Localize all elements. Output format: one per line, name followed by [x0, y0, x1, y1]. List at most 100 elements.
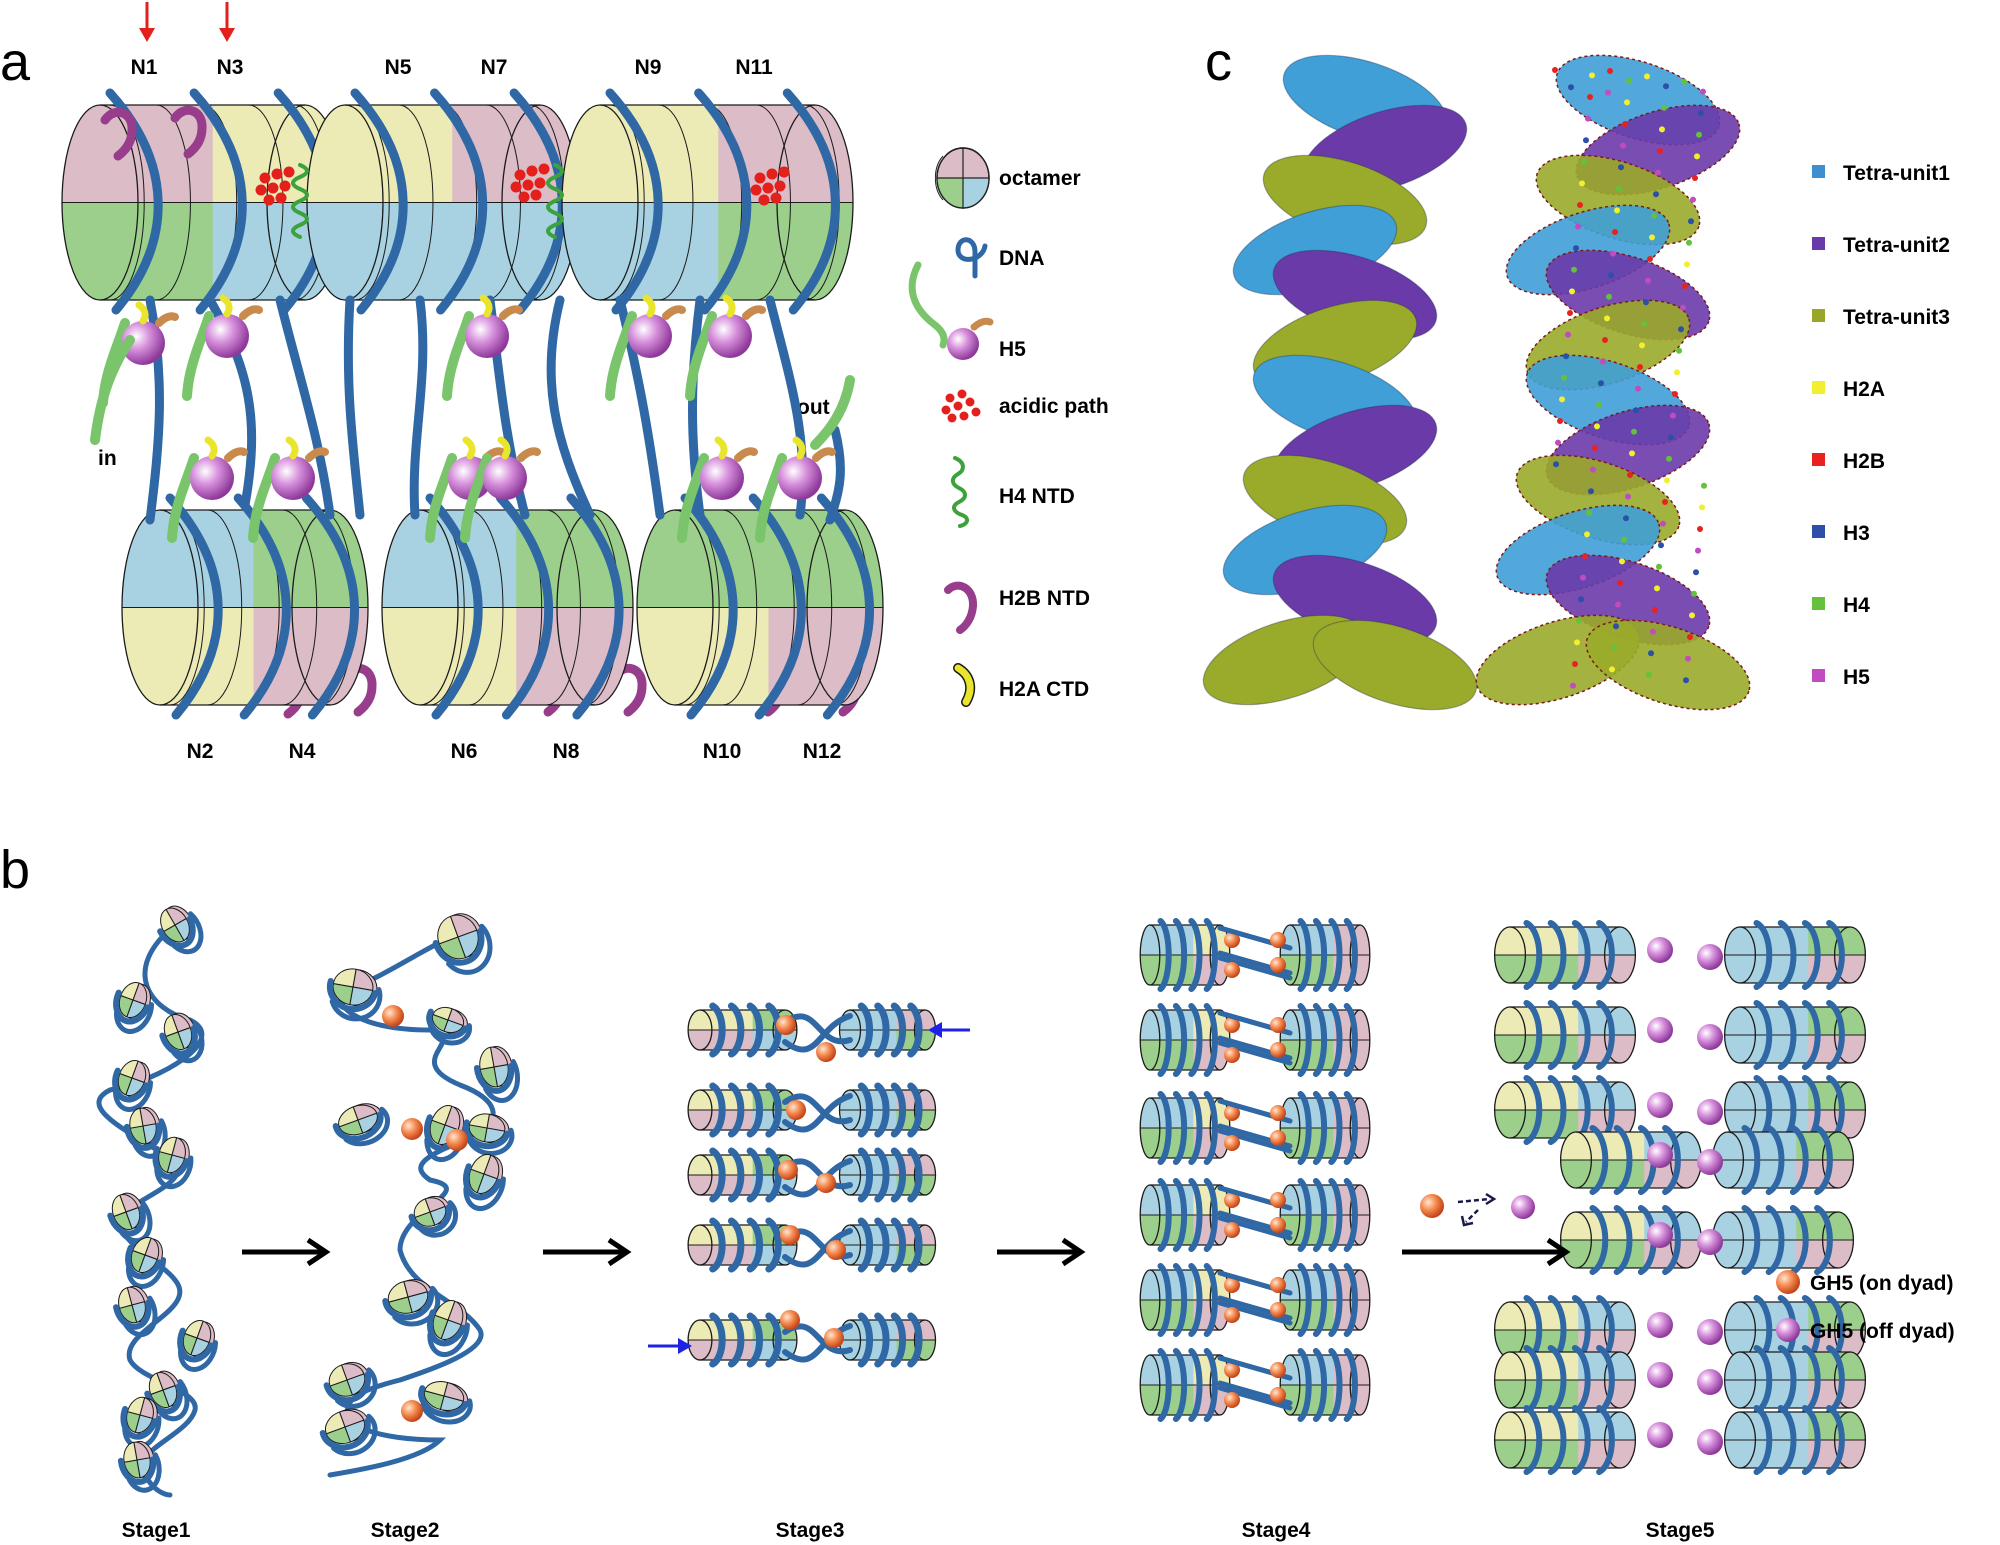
model-speck-105 — [1687, 634, 1693, 640]
stage-arrow-3 — [997, 1237, 1086, 1267]
right-nucleosome — [838, 1147, 937, 1203]
stage4-gh5-1 — [1270, 1362, 1286, 1378]
model-speck-93 — [1693, 569, 1699, 576]
model-speck-63 — [1633, 407, 1639, 414]
stage5-row-6 — [1493, 1345, 1867, 1415]
stage4-linker-2 — [1217, 1300, 1293, 1326]
model-speck-12 — [1696, 131, 1702, 138]
legend-swatch-h5 — [1812, 669, 1825, 682]
legend-dna-label: DNA — [999, 247, 1045, 270]
stage1-nucleosome-3 — [112, 1060, 154, 1112]
legend-h2actd-label: H2A CTD — [999, 678, 1089, 701]
legend-h2bntd-icon — [944, 581, 977, 634]
stage1-nucleosome-9 — [177, 1320, 219, 1372]
model-speck-72 — [1666, 455, 1672, 462]
left-nucleosome — [687, 1217, 798, 1273]
h5-globular-10 — [778, 456, 822, 500]
h2actd-3 — [642, 294, 656, 318]
stage5-gh5-off-right — [1697, 944, 1723, 970]
stage4-right-stack — [1279, 1178, 1371, 1252]
h2actd-8 — [497, 436, 511, 460]
stage4-diagram — [1139, 918, 1371, 1422]
h5-tail-5 — [224, 447, 248, 462]
legend-gh5-off-dyad-label: GH5 (off dyad) — [1810, 1320, 1955, 1343]
model-speck-118 — [1568, 84, 1574, 91]
stage4-right-stack — [1279, 918, 1371, 992]
h5-tail-10 — [812, 447, 836, 462]
h5-ctd-1 — [182, 311, 214, 401]
h5-ctd-3 — [605, 311, 637, 401]
h5-ctd-6 — [248, 453, 280, 543]
stage4-gh5-1 — [1270, 932, 1286, 948]
model-speck-87 — [1621, 536, 1627, 543]
model-speck-103 — [1613, 623, 1619, 630]
stage4-left-stack — [1139, 1178, 1231, 1252]
h2actd-6 — [285, 436, 299, 460]
stage-arrow-1 — [242, 1237, 331, 1267]
h2bntd-0 — [100, 107, 137, 161]
stage2-nucleosome-10 — [427, 1300, 470, 1358]
panel-a-fiber-model: N1 N3 N5 N7 N9 N11 N2 N4 N6 N8 N10 N12 i… — [61, 2, 1109, 763]
model-speck-76 — [1664, 477, 1670, 484]
nucleosome-row-0 — [687, 1002, 937, 1062]
nucleosome-row-3 — [687, 1217, 937, 1273]
legend-octamer-label: octamer — [999, 167, 1081, 190]
stage2-nucleosome-11 — [323, 1361, 378, 1409]
model-speck-42 — [1606, 293, 1612, 300]
linker-dna-2 — [275, 295, 335, 520]
model-speck-33 — [1573, 245, 1579, 252]
model-speck-107 — [1611, 644, 1617, 651]
stage2-gh5-3 — [401, 1400, 423, 1422]
stage5-row-3 — [1559, 1125, 1855, 1195]
model-speck-27 — [1651, 212, 1657, 219]
gh5-on-dyad-0 — [780, 1225, 800, 1245]
legend-h4ntd-label: H4 NTD — [999, 485, 1075, 508]
stage4-right-stack — [1279, 1091, 1371, 1165]
stage5-gh5-off-right — [1697, 1024, 1723, 1050]
legend-octamer-icon — [934, 147, 990, 209]
nucleosome-pair-n2-n4 — [121, 493, 369, 720]
stage5-gh5-off-left — [1647, 937, 1673, 963]
stage5-gh5-off-left — [1647, 1222, 1673, 1248]
h5-globular-5 — [190, 456, 234, 500]
panel-letter-c: c — [1205, 32, 1232, 92]
h5-tail-0 — [155, 312, 179, 327]
gh5-on-dyad-0 — [776, 1015, 796, 1035]
stage2-nucleosome-1 — [326, 968, 383, 1022]
label-n10: N10 — [703, 740, 742, 763]
model-speck-114 — [1570, 682, 1576, 689]
linker-dna-4 — [409, 295, 428, 520]
stage5-left — [1493, 920, 1637, 990]
stage2-nucleosome-5 — [332, 1103, 391, 1147]
model-speck-116 — [1644, 73, 1650, 80]
blue-arrow-top — [928, 1022, 970, 1038]
row-linker — [782, 1158, 853, 1190]
model-speck-70 — [1592, 445, 1598, 451]
panel-c-cryoem-maps: Tetra-unit1Tetra-unit2Tetra-unit3H2AH2BH… — [1202, 54, 1950, 711]
stage4-gh5-1 — [1270, 1017, 1286, 1033]
stage4-linker-2 — [1217, 955, 1293, 981]
gh5-on-dyad-1 — [816, 1173, 836, 1193]
stage4-block-0 — [1139, 918, 1371, 992]
row-linker — [782, 1013, 853, 1045]
bottom-nucleosome-stack — [121, 493, 884, 720]
linker-dna-and-h5 — [90, 294, 855, 543]
model-speck-59 — [1635, 385, 1641, 392]
model-speck-23 — [1653, 191, 1659, 198]
stage4-gh5-3 — [1270, 1302, 1286, 1318]
stage2-nucleosome-7 — [463, 1154, 506, 1212]
legend-label-tetra-unit2: Tetra-unit2 — [1843, 234, 1950, 257]
red-arrow-n1 — [139, 2, 155, 42]
stage4-block-4 — [1139, 1263, 1371, 1337]
blue-arrow-bottom — [648, 1338, 692, 1354]
stage4-gh5-2 — [1224, 1222, 1240, 1238]
stage2-gh5-1 — [401, 1118, 423, 1140]
stage2-nucleosome-9 — [382, 1279, 441, 1327]
stage4-gh5-1 — [1270, 1192, 1286, 1208]
model-speck-16 — [1694, 153, 1700, 160]
top-nucleosome-stack — [61, 88, 862, 719]
h5-globular-1 — [205, 314, 249, 358]
legend-swatch-tetra-unit3 — [1812, 309, 1825, 322]
h2actd-5 — [204, 436, 218, 460]
nucleosome-pair-n9-n11 — [561, 88, 854, 315]
